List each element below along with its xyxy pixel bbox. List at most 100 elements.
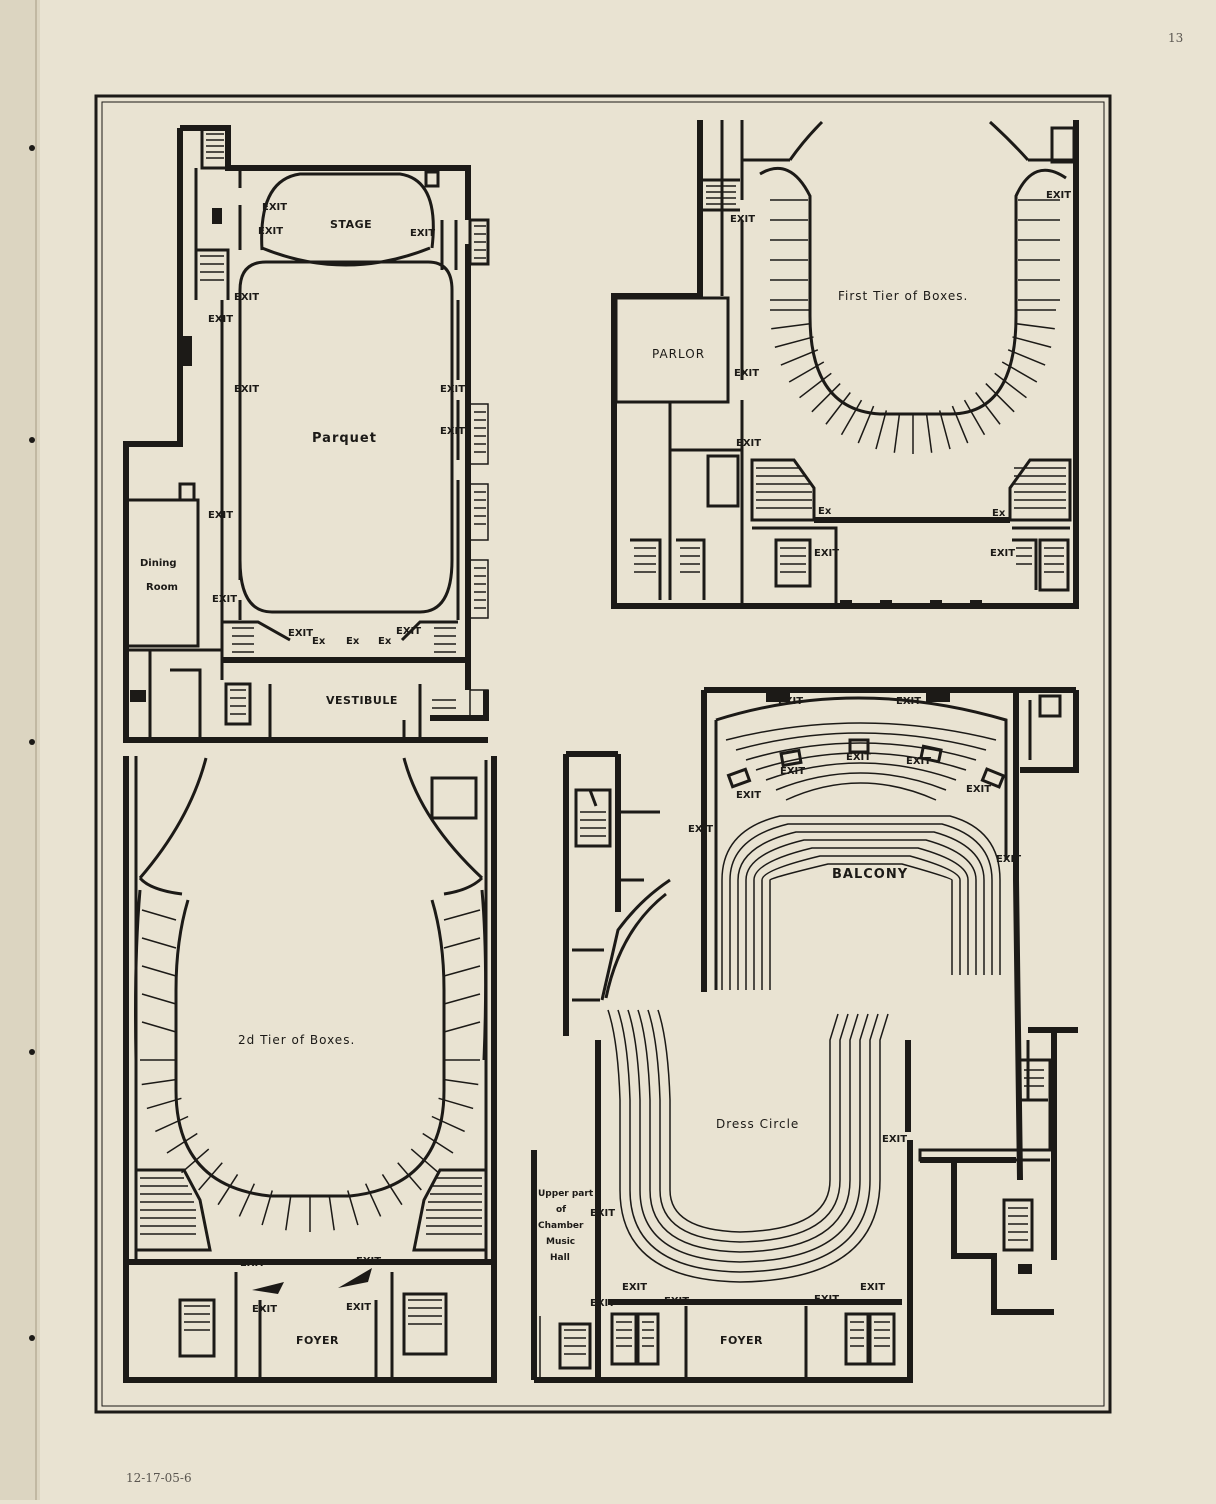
dress-circle-row: [657, 1009, 839, 1233]
balcony-row: [735, 732, 987, 751]
balcony-row: [725, 722, 997, 741]
exit-label: EXIT: [590, 1208, 615, 1219]
dress-circle-title: Dress Circle: [716, 1117, 799, 1131]
balcony-row: [745, 839, 977, 990]
box-divider: [397, 1162, 422, 1191]
box-divider: [422, 1132, 454, 1154]
exit-label: EXIT: [258, 226, 283, 237]
box-divider: [951, 405, 969, 444]
box-divider: [217, 1174, 239, 1206]
box-divider: [141, 1021, 177, 1033]
exit-label: EXIT: [814, 548, 839, 559]
dining-room-label: Dining: [140, 558, 177, 569]
exit-label: EXIT: [208, 510, 233, 521]
balcony-row: [761, 855, 961, 990]
box-divider: [963, 399, 986, 436]
box-divider: [364, 1183, 382, 1217]
exit-label: EXIT: [906, 756, 931, 767]
box-divider: [285, 1194, 292, 1231]
parquet-plan: STAGE EXIT EXIT EXIT EXIT EXIT EXIT EXIT…: [123, 125, 490, 743]
box-divider: [438, 1097, 474, 1110]
balcony-row: [769, 863, 953, 990]
box-divider: [975, 392, 1001, 425]
box-divider: [198, 1162, 223, 1191]
first-tier-title: First Tier of Boxes.: [838, 289, 968, 303]
exit-label: EXIT: [846, 752, 871, 763]
ex-label: Ex: [818, 506, 832, 517]
chamber-music-hall-label: Upper part: [538, 1189, 594, 1199]
exit-label: EXIT: [996, 854, 1021, 865]
dining-room-label: Room: [146, 582, 178, 593]
box-divider: [443, 965, 481, 977]
box-divider: [155, 1115, 189, 1133]
inner-border: [101, 101, 1105, 1407]
box-divider: [771, 322, 811, 330]
box-divider: [825, 392, 851, 425]
box-divider: [442, 1078, 479, 1086]
exit-label: EXIT: [778, 696, 803, 707]
binding-hole: [29, 1335, 35, 1341]
box-divider: [985, 383, 1015, 413]
exit-label: EXIT: [262, 202, 287, 213]
box-divider: [788, 361, 825, 383]
binding-hole: [29, 1049, 35, 1055]
box-divider: [1001, 361, 1038, 383]
box-divider: [443, 937, 481, 949]
box-divider: [857, 405, 875, 444]
exit-label: EXIT: [212, 594, 237, 605]
page-number: 13: [1168, 31, 1183, 45]
balcony-row: [745, 742, 977, 761]
box-divider: [443, 909, 481, 921]
box-divider: [347, 1190, 359, 1226]
dress-circle-row: [607, 1009, 889, 1283]
box-divider: [780, 349, 819, 366]
binding-hole: [29, 145, 35, 151]
exit-label: EXIT: [252, 1304, 277, 1315]
exit-label: EXIT: [440, 426, 465, 437]
box-divider: [443, 993, 481, 1005]
foyer-label: FOYER: [296, 1334, 339, 1347]
exit-label: EXIT: [664, 1296, 689, 1307]
dress-circle-plan: Dress Circle FOYER EXIT EXIT EXIT EXIT E…: [531, 751, 1016, 1383]
box-divider: [875, 410, 888, 450]
ex-label: Ex: [346, 636, 360, 647]
exit-label: EXIT: [882, 1134, 907, 1145]
binding-hole: [29, 739, 35, 745]
exit-label: EXIT: [860, 1282, 885, 1293]
box-divider: [141, 965, 177, 977]
exit-label: EXIT: [736, 790, 761, 801]
exit-label: EXIT: [240, 1258, 265, 1269]
stage-label: STAGE: [330, 218, 372, 231]
box-divider: [840, 399, 863, 436]
exit-label: EXIT: [622, 1282, 647, 1293]
exit-label: EXIT: [346, 1302, 371, 1313]
outer-border: [94, 94, 1112, 1414]
box-divider: [141, 1078, 178, 1086]
foyer-label: FOYER: [720, 1334, 763, 1347]
box-divider: [774, 336, 814, 348]
box-divider: [166, 1132, 198, 1154]
balcony-plan: BALCONY EXIT EXIT EXIT EXIT EXIT EXIT EX…: [688, 687, 1079, 1315]
dress-circle-row: [647, 1009, 849, 1243]
balcony-row: [721, 815, 1001, 990]
exit-label: EXIT: [780, 766, 805, 777]
box-divider: [141, 909, 177, 921]
exit-label: EXIT: [990, 548, 1015, 559]
handwritten-note: 12-17-05-6: [126, 1471, 192, 1485]
box-divider: [141, 937, 177, 949]
balcony-row: [785, 782, 937, 801]
exit-label: EXIT: [208, 314, 233, 325]
exit-label: EXIT: [730, 214, 755, 225]
box-divider: [1015, 322, 1055, 330]
box-divider: [146, 1097, 182, 1110]
balcony-row: [729, 823, 993, 990]
dress-circle-row: [637, 1009, 859, 1253]
vestibule-label: VESTIBULE: [326, 694, 398, 707]
chamber-music-hall-label: Hall: [550, 1253, 570, 1263]
dress-circle-row: [617, 1009, 879, 1273]
ex-label: Ex: [992, 508, 1006, 519]
parlor-label: PARLOR: [652, 347, 705, 361]
exit-label: EXIT: [410, 228, 435, 239]
